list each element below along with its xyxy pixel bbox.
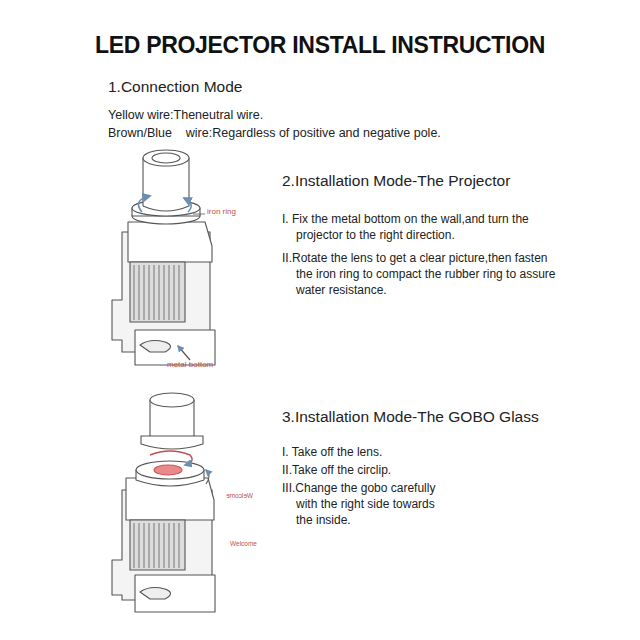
part-label: metal bottom (167, 360, 237, 371)
gobo-text: Welcome (230, 540, 270, 549)
step-text: I. Take off the lens. (282, 444, 542, 460)
page-title: LED PROJECTOR INSTALL INSTRUCTION (0, 30, 640, 61)
section-heading: 1.Connection Mode (108, 77, 408, 98)
part-label: iron ring (207, 207, 267, 218)
note-text: Brown/Blue wire:Regardless of positive a… (108, 125, 548, 142)
gobo-text: Welcome (226, 492, 253, 501)
note-text: Yellow wire:Theneutral wire. (108, 107, 508, 124)
step-text: I. Fix the metal bottom on the wall,and … (282, 211, 562, 243)
step-text: II.Rotate the lens to get a clear pictur… (282, 250, 557, 299)
section-heading: 2.Installation Mode-The Projector (282, 171, 612, 192)
step-text: II.Take off the circlip. (282, 462, 542, 478)
section-heading: 3.Installation Mode-The GOBO Glass (282, 407, 612, 428)
step-text: III.Change the gobo carefully with the r… (282, 480, 452, 529)
